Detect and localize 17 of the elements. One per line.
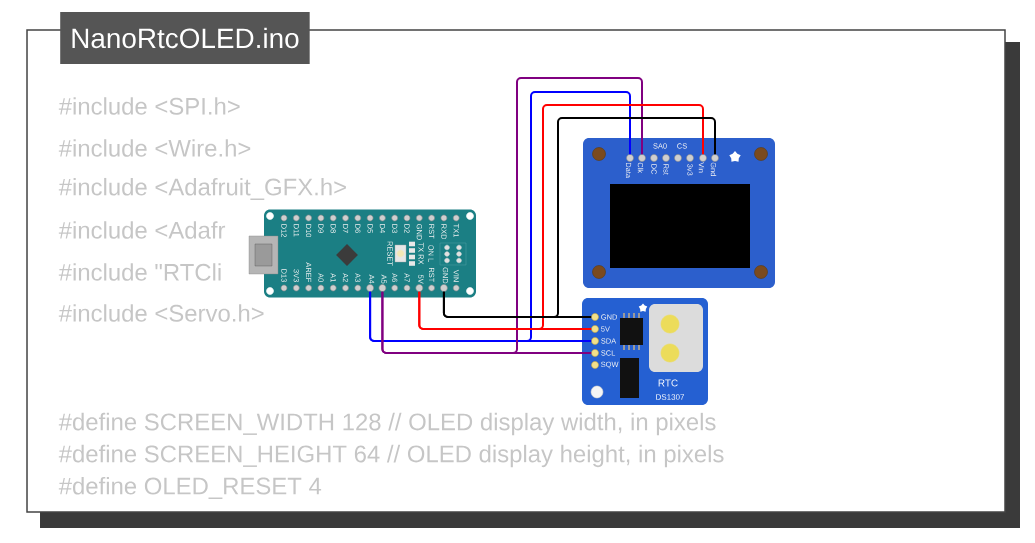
code-line: #include "RTCli	[58, 263, 221, 281]
code-line: #include <Servo.h>	[58, 304, 264, 322]
title-tab: NanoRtcOLED.ino	[60, 12, 310, 64]
code-line: #define SCREEN_WIDTH 128 // OLED display width, in pixels	[58, 412, 716, 436]
wire	[442, 290, 593, 318]
code-line: #include <Adafruit_GFX.h>	[58, 177, 346, 200]
code-line: #define SCREEN_HEIGHT 64 // OLED display height, in pixels	[58, 444, 724, 468]
code-line: #include <Adafr	[58, 221, 226, 239]
arduino-nano-drawing	[248, 209, 476, 298]
code-line: #include <SPI.h>	[58, 97, 240, 115]
code-line: #include <Wire.h>	[58, 139, 251, 157]
board-label: RTC	[658, 379, 678, 387]
wire	[418, 290, 593, 330]
code-line: #define OLED_RESET 4	[58, 476, 322, 499]
wire	[369, 290, 593, 342]
oled-display-drawing	[583, 138, 775, 288]
wire	[381, 290, 593, 354]
